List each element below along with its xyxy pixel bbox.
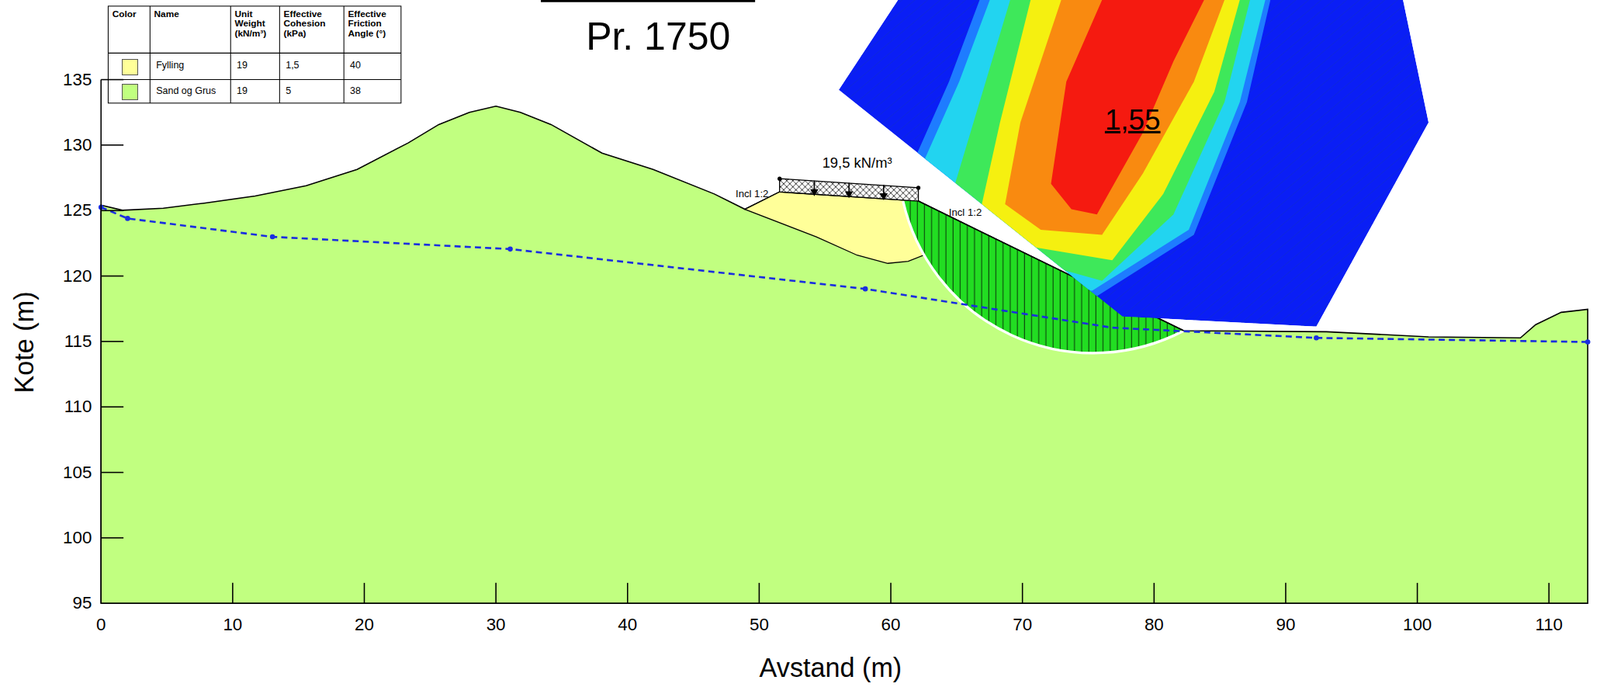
axis-tick: 60 xyxy=(881,615,901,635)
table-cell: 1,5 xyxy=(285,61,299,73)
section-title: Pr. 1750 xyxy=(585,15,731,59)
legend-name: Fylling xyxy=(155,61,184,73)
axis-tick: 20 xyxy=(354,615,375,635)
axis-tick: 90 xyxy=(1276,615,1296,635)
legend-name: Sand og Grus xyxy=(155,86,216,97)
surface-load xyxy=(779,178,919,201)
axis-tick: 115 xyxy=(64,332,93,352)
axis-tick: 120 xyxy=(62,266,92,286)
axis-tick: 10 xyxy=(222,615,243,635)
table-cell: 5 xyxy=(285,86,291,97)
table-cell: 19 xyxy=(236,61,248,73)
axis-tick: 135 xyxy=(62,69,92,90)
load-arrows xyxy=(810,180,887,200)
axis-tick: 40 xyxy=(617,615,638,635)
load-corners xyxy=(777,176,921,190)
axis-tick: 80 xyxy=(1144,615,1164,635)
factor-contours xyxy=(838,0,1429,327)
table-cell: 19 xyxy=(236,86,248,97)
table-header: Unit Weight (kN/m³) xyxy=(234,9,278,39)
axis-tick: 70 xyxy=(1012,615,1033,635)
table-header: Effective Friction Angle (°) xyxy=(347,9,399,39)
axis-title: Kote (m) xyxy=(10,290,40,393)
legend-swatch xyxy=(121,83,138,100)
legend-table xyxy=(107,6,401,104)
table-header: Color xyxy=(112,9,149,19)
axis-tick: 110 xyxy=(64,397,93,417)
axis-tick: 105 xyxy=(62,462,92,482)
axis-tick: 125 xyxy=(62,200,92,221)
legend-swatch xyxy=(121,58,138,75)
factor-value: 1,55 xyxy=(1104,104,1161,137)
axis-tick: 95 xyxy=(72,593,92,613)
fill-embankment xyxy=(744,191,927,264)
axis-title: Avstand (m) xyxy=(759,654,903,684)
axis-tick: 110 xyxy=(1534,615,1563,635)
table-cell: 38 xyxy=(349,86,361,97)
axis-tick: 100 xyxy=(62,528,92,548)
table-cell: 40 xyxy=(349,61,361,73)
table-header: Name xyxy=(154,9,229,19)
title-bar xyxy=(540,0,755,3)
table-header: Effective Cohesion (kPa) xyxy=(283,9,343,39)
axis-tick: 50 xyxy=(749,615,769,635)
axis-tick: 100 xyxy=(1402,615,1432,635)
slope-label: Incl 1:2 xyxy=(948,206,982,218)
axis-tick: 0 xyxy=(96,615,106,635)
axis-tick: 130 xyxy=(62,135,92,156)
slope-label: Incl 1:2 xyxy=(735,188,769,200)
load-label: 19,5 kN/m³ xyxy=(820,155,894,171)
axis-tick: 30 xyxy=(486,615,506,635)
axes xyxy=(100,79,1588,604)
